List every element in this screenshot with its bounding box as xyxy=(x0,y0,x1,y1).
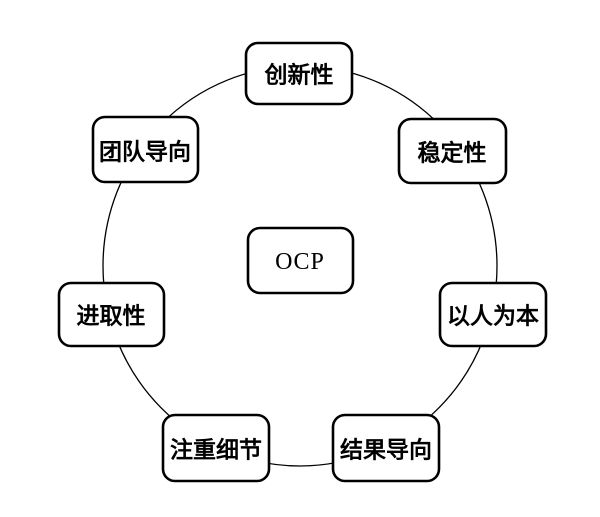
node-detail-oriented-box xyxy=(161,413,271,483)
node-innovation: 创新性 xyxy=(244,41,354,106)
node-team-oriented-box xyxy=(91,115,200,184)
node-people-oriented-box xyxy=(438,281,548,348)
node-enterprising: 进取性 xyxy=(57,281,166,348)
node-result-oriented: 结果导向 xyxy=(331,413,441,483)
node-stability: 稳定性 xyxy=(397,117,508,185)
node-ocp-center-box xyxy=(246,226,355,295)
node-result-oriented-label: 结果导向 xyxy=(340,437,432,463)
node-enterprising-box xyxy=(57,281,166,348)
node-stability-label: 稳定性 xyxy=(418,140,487,166)
node-enterprising-label: 进取性 xyxy=(77,304,146,329)
node-team-oriented-label: 团队导向 xyxy=(99,139,191,165)
node-team-oriented: 团队导向 xyxy=(91,115,200,184)
node-innovation-box xyxy=(244,41,354,106)
node-stability-box xyxy=(397,117,508,185)
node-people-oriented-label: 以人为本 xyxy=(447,304,539,329)
node-detail-oriented-label: 注重细节 xyxy=(170,437,262,463)
node-people-oriented: 以人为本 xyxy=(438,281,548,348)
node-innovation-label: 创新性 xyxy=(264,62,334,88)
node-ocp-center-label: OCP xyxy=(275,249,325,275)
node-result-oriented-box xyxy=(331,413,441,483)
node-detail-oriented: 注重细节 xyxy=(161,413,271,483)
node-ocp-center: OCP xyxy=(246,226,355,295)
